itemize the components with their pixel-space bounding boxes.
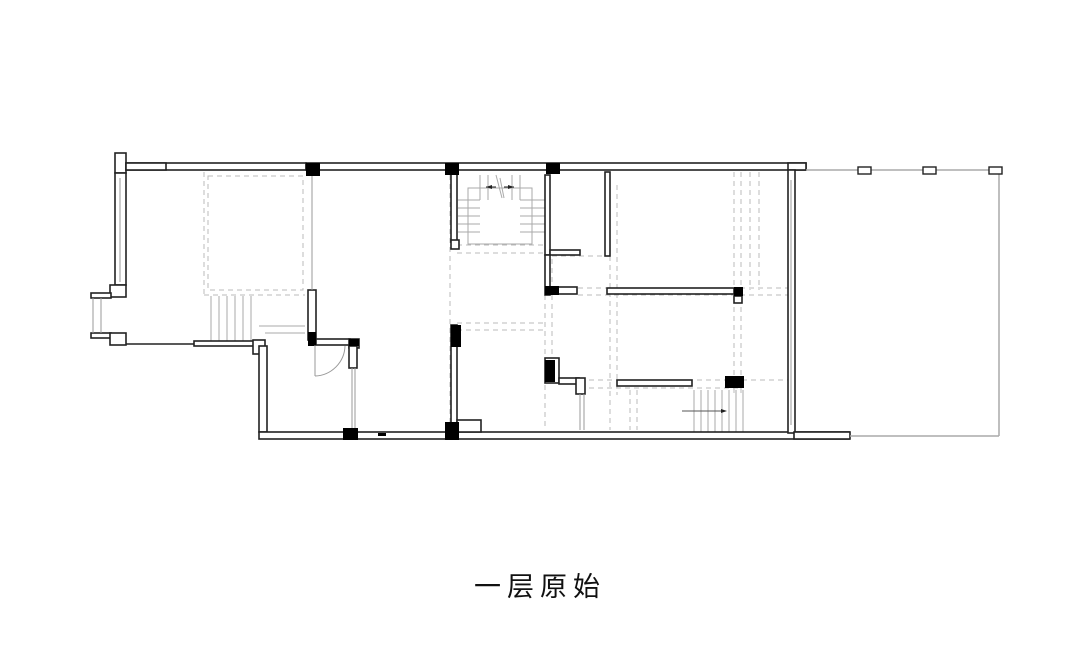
columns: [306, 163, 744, 440]
stairs: [210, 174, 744, 432]
terrace-posts: [857, 166, 1003, 175]
exterior-terrace: [806, 169, 1000, 437]
dashed-lines: [203, 172, 790, 430]
door-swing-icon: [314, 345, 346, 377]
stair-arrow-icons: [486, 185, 727, 413]
plan-caption: 一层原始: [474, 572, 606, 603]
